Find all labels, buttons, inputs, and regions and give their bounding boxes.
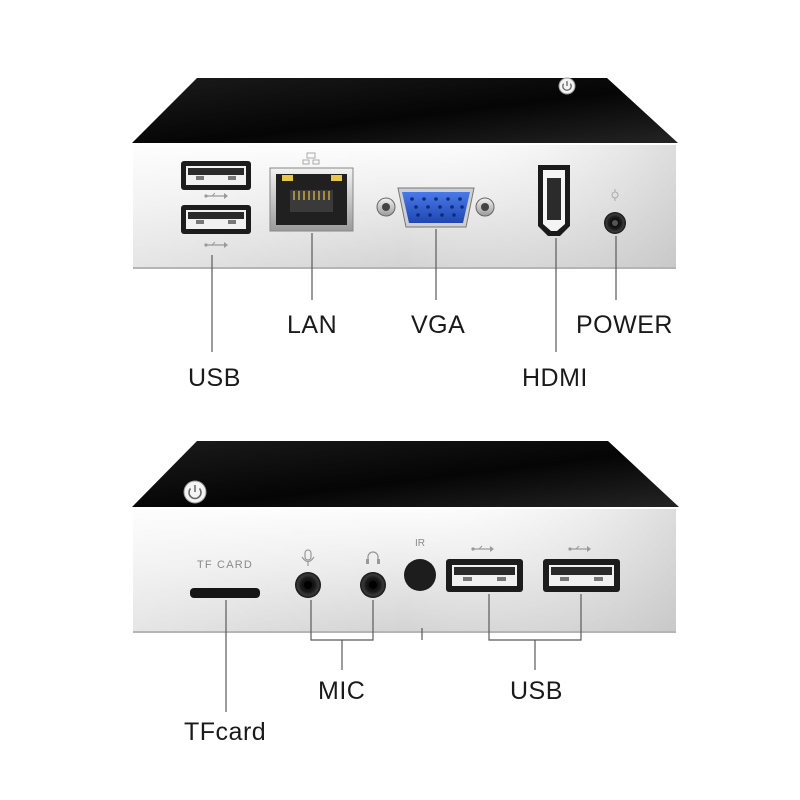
headphone-icon <box>366 551 380 564</box>
callout-usb-bottom: USB <box>510 677 563 705</box>
usb-port <box>181 161 251 190</box>
device-top-lid <box>132 78 678 143</box>
network-icon <box>302 152 320 165</box>
usb-port <box>543 559 620 592</box>
callout-power: POWER <box>576 311 673 339</box>
power-icon <box>183 480 207 504</box>
headphone-jack <box>360 572 386 598</box>
usb-icon <box>471 545 494 552</box>
hdmi-port <box>538 165 570 236</box>
power-jack <box>604 212 626 234</box>
ir-sensor <box>404 559 436 591</box>
mic-jack <box>295 572 321 598</box>
usb-icon <box>204 192 228 199</box>
microphone-icon <box>301 549 315 566</box>
lan-port <box>269 167 354 232</box>
callout-hdmi: HDMI <box>522 364 588 392</box>
usb-port <box>181 205 251 234</box>
device-bottom <box>132 441 679 712</box>
ir-port-label: IR <box>415 538 425 549</box>
tf-card-port-label: TF CARD <box>197 559 253 571</box>
usb-icon <box>204 241 228 248</box>
leader-lines <box>225 594 582 712</box>
callout-mic: MIC <box>318 677 366 705</box>
leader-lines <box>211 229 617 352</box>
power-plug-icon <box>611 189 619 201</box>
usb-icon <box>568 545 591 552</box>
tf-card-slot <box>190 588 260 598</box>
callout-tfcard: TFcard <box>184 718 267 746</box>
callout-vga: VGA <box>411 311 466 339</box>
power-icon <box>558 77 576 95</box>
device-bottom-lid <box>132 441 679 507</box>
usb-port <box>446 559 523 592</box>
vga-port <box>376 187 495 228</box>
device-top <box>132 77 678 352</box>
callout-lan: LAN <box>287 311 338 339</box>
callout-usb-top: USB <box>188 364 241 392</box>
